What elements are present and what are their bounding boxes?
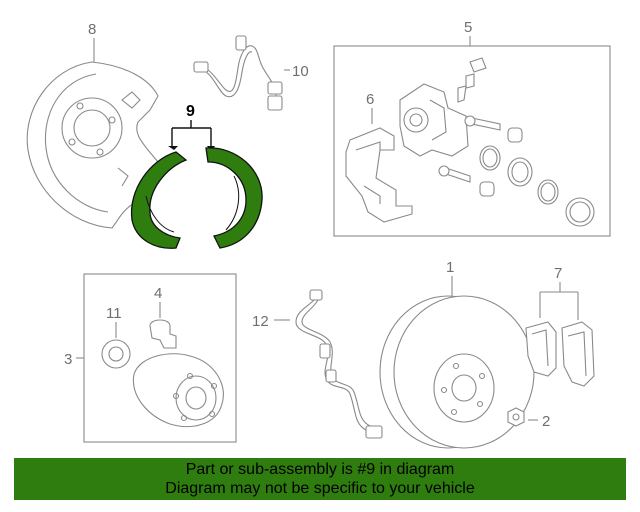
left-shoe: [130, 151, 188, 249]
part-12-abs-sensor[interactable]: 12: [252, 289, 383, 439]
callout-3: 3: [64, 351, 72, 368]
part-9-parking-brake-shoes[interactable]: 9: [130, 103, 263, 249]
banner-line-2: Diagram may not be specific to your vehi…: [165, 480, 475, 497]
callout-2: 2: [542, 413, 550, 430]
callout-12: 12: [252, 313, 269, 330]
callout-5: 5: [464, 19, 472, 36]
part-10-brake-cable[interactable]: 10: [193, 35, 309, 111]
callout-8: 8: [88, 21, 96, 38]
right-shoe: [205, 147, 263, 249]
callout-7: 7: [554, 265, 562, 282]
callout-11: 11: [106, 305, 122, 322]
part-8-backing-plate[interactable]: 8: [26, 21, 160, 229]
part-2-nut[interactable]: 2: [507, 407, 550, 430]
part-5-caliper-assembly[interactable]: 5 6: [333, 19, 611, 237]
part-1-brake-rotor[interactable]: 1: [379, 259, 535, 449]
callout-9: 9: [186, 103, 195, 120]
callout-10: 10: [292, 63, 309, 80]
callout-4: 4: [154, 285, 162, 302]
part-7-brake-pads[interactable]: 7: [525, 265, 595, 387]
sub-assembly-banner: Part or sub-assembly is #9 in diagram Di…: [14, 458, 626, 500]
part-3-hub-assembly[interactable]: 3 11 4: [64, 273, 237, 443]
callout-6: 6: [366, 91, 374, 108]
banner-line-1: Part or sub-assembly is #9 in diagram: [185, 461, 455, 478]
callout-1: 1: [446, 259, 454, 276]
